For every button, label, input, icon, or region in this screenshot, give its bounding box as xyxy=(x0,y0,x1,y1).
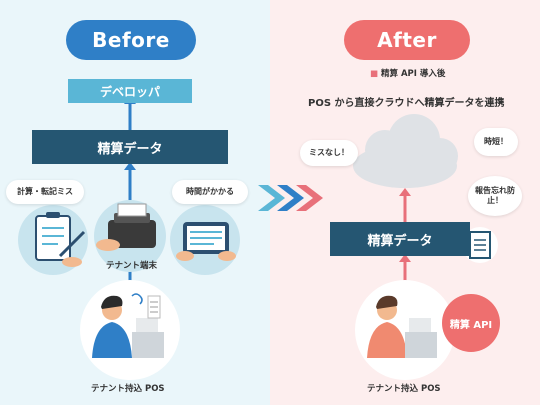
no-mistakes-bubble: ミスなし！ xyxy=(300,140,358,166)
no-mistakes-label: ミスなし！ xyxy=(309,148,349,157)
after-person-icon xyxy=(367,295,407,358)
after-subtitle-text: 精算 API 導入後 xyxy=(381,69,446,79)
settlement-api-badge: 精算 API xyxy=(442,294,500,352)
after-subtitle-marker: ■ xyxy=(370,69,381,79)
before-pos-circle xyxy=(80,280,180,380)
time-consuming-label: 時間がかかる xyxy=(186,187,234,196)
calc-error-label: 計算・転記ミス xyxy=(17,187,73,196)
before-register-icon xyxy=(131,293,164,358)
cloud-icon xyxy=(353,114,458,188)
tablet-icon xyxy=(176,222,236,261)
tenant-terminal-label: テナント端末 xyxy=(106,261,158,271)
after-subtitle: ■ 精算 API 導入後 xyxy=(370,67,445,79)
before-title: Before xyxy=(66,20,196,60)
after-register-icon xyxy=(405,318,437,358)
transition-arrow-icon xyxy=(258,185,323,211)
after-headline: POS から直接クラウドへ精算データを連携 xyxy=(308,98,505,109)
after-pos-circle xyxy=(355,280,455,380)
calc-error-bubble: 計算・転記ミス xyxy=(6,180,84,204)
developer-box: デベロッパ xyxy=(68,79,192,103)
after-settlement-data-box: 精算データ xyxy=(330,222,470,256)
no-forget-label: 報告忘れ防止！ xyxy=(475,186,515,205)
no-forget-bubble: 報告忘れ防止！ xyxy=(468,176,522,216)
before-arrowhead-mid xyxy=(124,162,136,170)
time-saving-label: 時短！ xyxy=(484,137,508,146)
time-consuming-bubble: 時間がかかる xyxy=(172,180,248,204)
after-arrowhead-top xyxy=(399,188,411,196)
clipboard-icon xyxy=(35,212,86,267)
tenant-terminal-icon xyxy=(96,203,156,251)
after-title: After xyxy=(344,20,470,60)
after-tenant-pos-label: テナント持込 POS xyxy=(367,384,441,394)
before-person-icon xyxy=(92,295,132,358)
document-icon xyxy=(462,227,498,263)
after-arrowhead-bottom xyxy=(399,254,411,262)
time-saving-bubble: 時短！ xyxy=(474,128,518,156)
before-tenant-pos-label: テナント持込 POS xyxy=(91,384,165,394)
before-settlement-data-box: 精算データ xyxy=(32,130,228,164)
